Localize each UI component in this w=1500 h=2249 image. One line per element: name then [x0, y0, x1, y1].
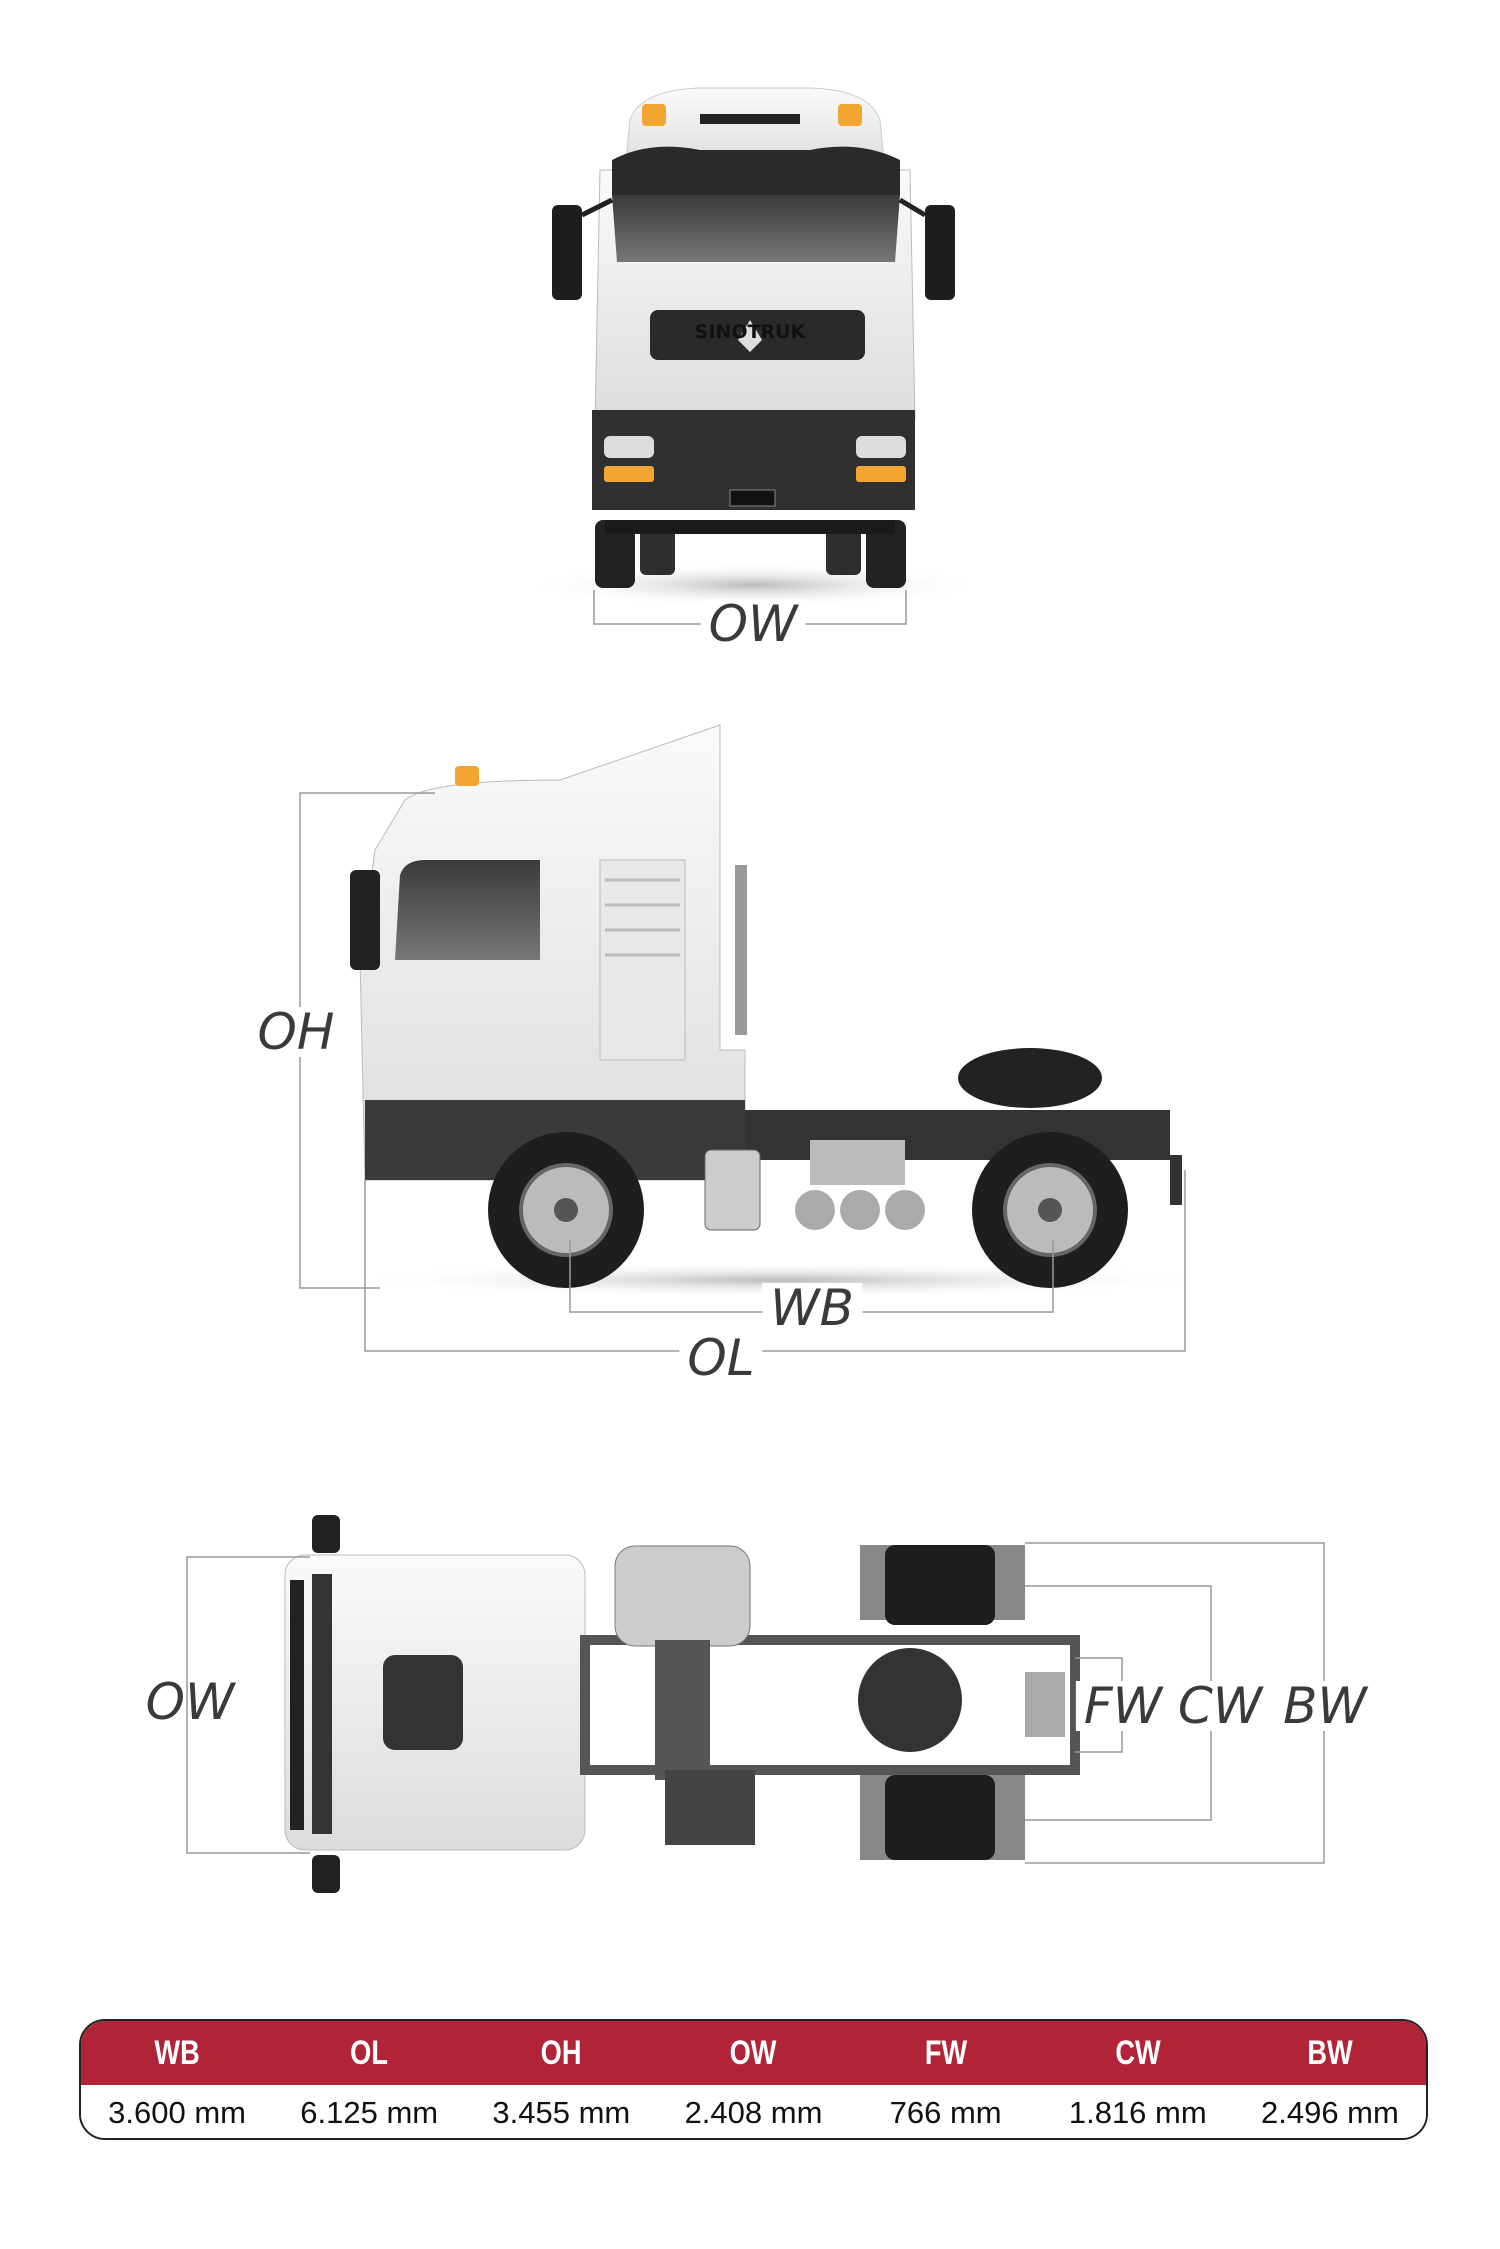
top-ow-label: OW [145, 1673, 235, 1731]
spec-table-header: WB OL OH OW FW CW BW [81, 2021, 1426, 2085]
header-wb: WB [154, 2033, 200, 2072]
header-ol: OL [350, 2033, 389, 2072]
cw-label: CW [1169, 1681, 1271, 1731]
top-view-truck [186, 1515, 1325, 1893]
header-bw: BW [1307, 2033, 1353, 2072]
header-cw: CW [1115, 2033, 1161, 2072]
value-bw: 2.496 mm [1260, 2094, 1399, 2130]
value-oh: 3.455 mm [492, 2094, 631, 2130]
ol-label: OL [679, 1333, 763, 1383]
header-ow: OW [730, 2033, 777, 2072]
value-ol: 6.125 mm [300, 2094, 439, 2130]
header-fw: FW [924, 2033, 967, 2072]
wb-label: WB [762, 1283, 862, 1333]
value-cw: 1.816 mm [1068, 2094, 1207, 2130]
value-fw: 766 mm [889, 2094, 1002, 2130]
spec-table: WB OL OH OW FW CW BW 3.600 mm 6.125 mm 3… [79, 2019, 1428, 2140]
value-ow: 2.408 mm [684, 2094, 823, 2130]
sinotruk-logo: SINOTRUK [695, 321, 807, 343]
side-view-truck [299, 724, 1220, 1352]
bw-label: BW [1275, 1681, 1375, 1731]
front-ow-label: OW [700, 599, 806, 649]
fw-label: FW [1075, 1681, 1171, 1731]
value-wb: 3.600 mm [108, 2094, 246, 2130]
spec-table-values: 3.600 mm 6.125 mm 3.455 mm 2.408 mm 766 … [81, 2085, 1426, 2138]
header-oh: OH [540, 2033, 582, 2072]
front-view-truck: SINOTRUK [524, 87, 984, 625]
oh-label: OH [249, 1007, 343, 1057]
